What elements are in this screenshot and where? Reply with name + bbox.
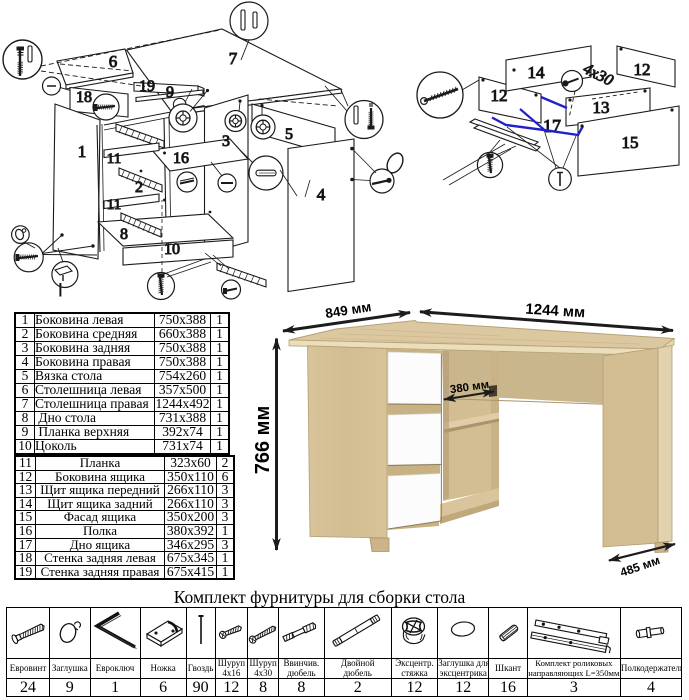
svg-text:3: 3 [222, 133, 230, 150]
svg-text:7: 7 [229, 49, 238, 68]
svg-text:5: 5 [285, 126, 293, 143]
svg-text:1: 1 [78, 142, 87, 161]
svg-text:19: 19 [139, 78, 155, 95]
svg-text:1244 мм: 1244 мм [525, 301, 586, 322]
svg-text:11: 11 [107, 151, 121, 167]
svg-text:14: 14 [528, 63, 546, 82]
svg-text:4: 4 [317, 185, 326, 204]
svg-text:18: 18 [76, 89, 92, 106]
svg-text:10: 10 [164, 241, 180, 258]
svg-text:16: 16 [173, 150, 189, 167]
svg-text:13: 13 [593, 98, 610, 117]
svg-text:12: 12 [491, 86, 508, 105]
svg-text:4x30: 4x30 [580, 60, 615, 89]
svg-text:8: 8 [120, 226, 128, 243]
svg-text:12: 12 [634, 60, 651, 79]
svg-text:766 мм: 766 мм [252, 406, 274, 475]
svg-text:9: 9 [166, 84, 174, 101]
svg-text:380 мм: 380 мм [449, 379, 490, 396]
svg-text:15: 15 [622, 133, 639, 152]
svg-text:2: 2 [135, 179, 143, 196]
svg-text:11: 11 [107, 197, 121, 213]
svg-text:6: 6 [109, 52, 118, 71]
